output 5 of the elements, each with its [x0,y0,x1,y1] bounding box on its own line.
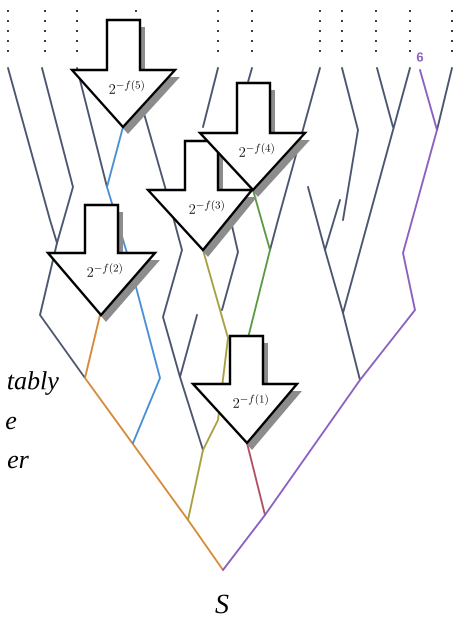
branch-number: 6 [416,52,424,62]
root-label: S [215,594,229,614]
text-fragment: er [8,456,29,468]
text-fragment: tably [8,371,59,395]
text-fragment: e [6,416,16,430]
